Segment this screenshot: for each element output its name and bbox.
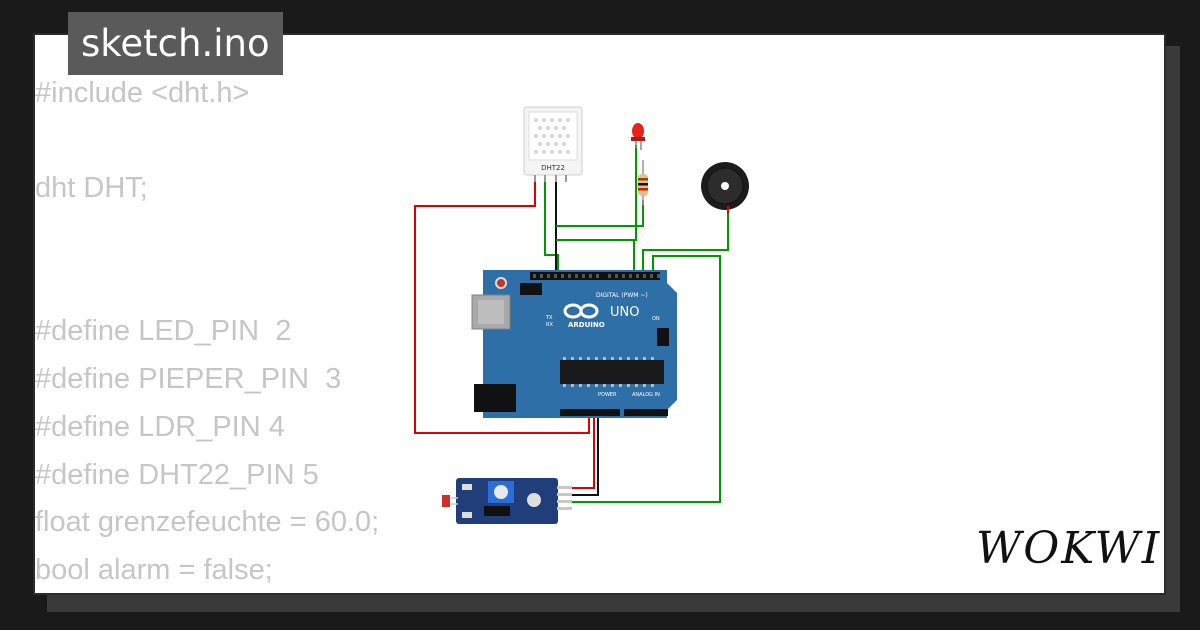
code-line: #define LDR_PIN 4 [35, 410, 285, 443]
code-line: float grenzefeuchte = 60.0; [35, 506, 380, 539]
wokwi-logo-text: WOKWI [976, 523, 1162, 574]
code-line: dht DHT; [35, 172, 148, 205]
ldr-module[interactable] [442, 478, 572, 524]
analog-label: ANALOG IN [632, 392, 660, 398]
arduino-infinity-icon [563, 303, 599, 319]
power-label: POWER [598, 392, 617, 398]
wire-dht-data [544, 170, 559, 276]
wire-led [556, 200, 644, 227]
on-label: ON [652, 316, 660, 322]
arduino-uno-board[interactable]: DIGITAL (PWM ~) TX RX ON UNO ARDUINO POW… [471, 270, 677, 418]
wire-ldr-vcc [572, 410, 595, 489]
tx-label: TX [545, 315, 553, 321]
resistor[interactable] [638, 160, 648, 205]
digital-label: DIGITAL (PWM ~) [596, 292, 648, 299]
dht22-sensor[interactable]: DHT22 [523, 106, 583, 182]
code-line: #include <dht.h> [35, 77, 250, 109]
code-line: #define PIEPER_PIN 3 [35, 363, 342, 396]
wokwi-logo: WOKWI [976, 523, 1159, 577]
reset-button[interactable] [495, 277, 507, 289]
code-line: #define LED_PIN 2 [35, 315, 292, 348]
code-preview: #include <dht.h> dht DHT; #define LED_PIN … [35, 70, 379, 595]
wire-ldr-gnd [572, 410, 599, 496]
uno-label: UNO [610, 305, 639, 320]
power-jack [474, 384, 516, 412]
ldr-sensor-head [442, 495, 450, 507]
wire-ldr-do [572, 255, 721, 503]
file-tab[interactable]: sketch.ino [68, 12, 283, 75]
digital-header [530, 272, 660, 280]
buzzer[interactable] [701, 162, 749, 214]
wire-buzzer [642, 210, 729, 276]
code-line: bool alarm = false; [35, 553, 273, 586]
code-line: #define DHT22_PIN 5 [35, 458, 319, 491]
atmega-chip [560, 360, 664, 384]
arduino-label: ARDUINO [568, 321, 605, 329]
wire-led-anode [556, 145, 637, 241]
wire-dht-vcc [414, 170, 590, 434]
rx-label: RX [546, 322, 553, 328]
analog-header [624, 409, 668, 416]
power-header [560, 409, 620, 416]
dht22-label: DHT22 [541, 164, 565, 172]
led-red[interactable] [631, 123, 645, 150]
wires [414, 145, 729, 503]
